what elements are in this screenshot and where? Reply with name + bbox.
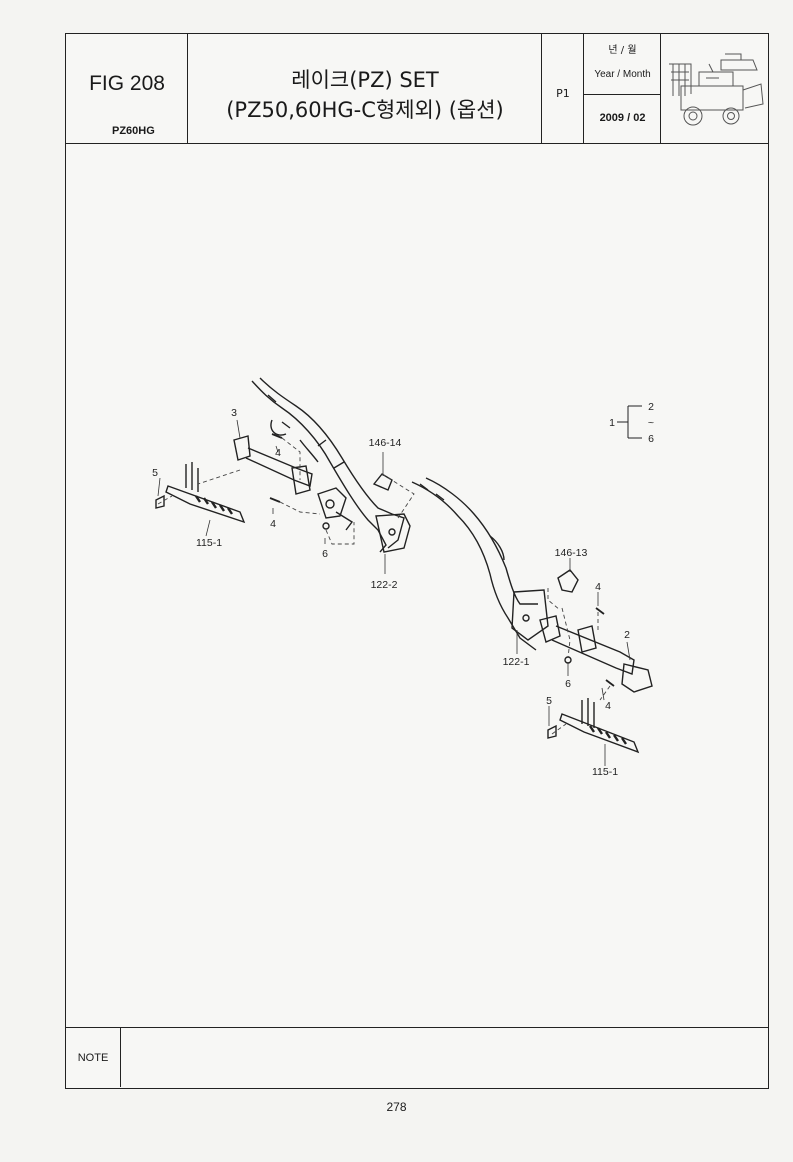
callout-labels: 3 4 5 4 6 115-1 146-14 122-2 146-13 4 2 …	[152, 401, 654, 778]
year-month-korean: 년 / 월	[608, 45, 637, 56]
figure-number: FIG 208	[89, 72, 165, 95]
legend-range-separator: ~	[648, 417, 654, 429]
callout-4-upper-left: 4	[275, 447, 281, 459]
callout-4-upper-right: 4	[595, 581, 601, 593]
callout-5-right: 5	[546, 695, 552, 707]
callout-4-lower-left: 4	[270, 518, 276, 530]
rice-transplanter-thumbnail-icon	[669, 53, 764, 126]
machine-thumbnail-cell	[661, 34, 768, 144]
callout-115-1-right: 115-1	[592, 766, 618, 778]
callout-146-14: 146-14	[369, 437, 402, 449]
page-cell: P1	[542, 34, 584, 144]
title-block: FIG 208 PZ60HG 레이크(PZ) SET (PZ50,60HG-C형…	[66, 34, 768, 144]
left-leader-lines	[157, 419, 386, 574]
callout-122-2: 122-2	[371, 579, 398, 591]
callout-5-left: 5	[152, 467, 158, 479]
legend-range-end: 6	[648, 433, 654, 445]
title-cell: 레이크(PZ) SET (PZ50,60HG-C형제외) (옵션)	[188, 34, 542, 144]
figure-cell: FIG 208 PZ60HG	[66, 34, 188, 144]
title-line-2: (PZ50,60HG-C형제외) (옵션)	[226, 98, 504, 122]
callout-3: 3	[231, 407, 237, 419]
left-assembly-guides	[157, 437, 415, 545]
date-cell: 년 / 월 Year / Month 2009 / 02	[584, 34, 661, 144]
left-rake-assembly	[155, 377, 411, 553]
model-name: PZ60HG	[112, 125, 155, 137]
callout-115-1-left: 115-1	[196, 537, 222, 549]
right-leader-lines	[516, 558, 631, 766]
legend-parent-number: 1	[609, 417, 615, 429]
callout-122-1: 122-1	[503, 656, 530, 668]
page-number: 278	[386, 1100, 407, 1114]
callout-6-right: 6	[565, 678, 571, 690]
callout-6-left: 6	[322, 548, 328, 560]
callout-146-13: 146-13	[555, 547, 588, 559]
note-label: NOTE	[66, 1028, 121, 1087]
year-month-header: 년 / 월 Year / Month	[584, 34, 661, 95]
right-assembly-guides	[547, 588, 611, 735]
callout-4-lower-right: 4	[605, 700, 611, 712]
issue-date: 2009 / 02	[599, 112, 646, 124]
note-row: NOTE	[66, 1027, 768, 1088]
right-rake-assembly	[411, 477, 653, 754]
page-label: P1	[556, 87, 570, 100]
legend-range-start: 2	[648, 401, 654, 413]
callout-2: 2	[624, 629, 630, 641]
legend-bracket	[617, 405, 642, 439]
title-line-1: 레이크(PZ) SET	[291, 68, 439, 92]
page-frame: FIG 208 PZ60HG 레이크(PZ) SET (PZ50,60HG-C형…	[65, 33, 769, 1089]
year-month-english: Year / Month	[594, 69, 651, 80]
